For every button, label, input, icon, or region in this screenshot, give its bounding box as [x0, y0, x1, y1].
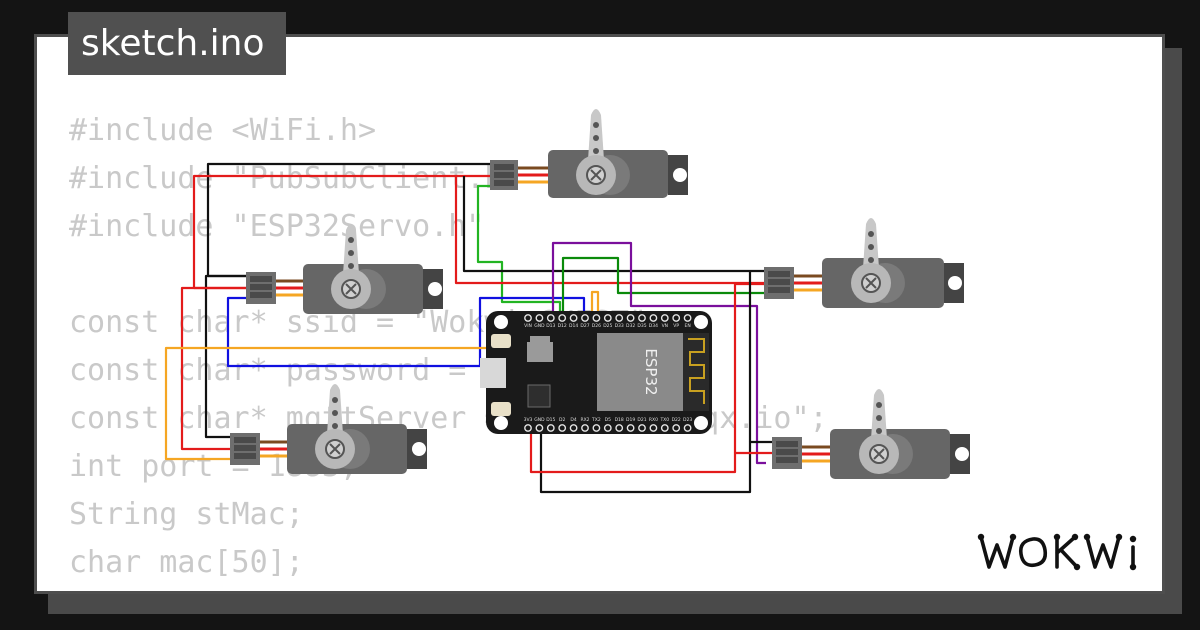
wire-black-left-servo [204, 274, 248, 439]
file-tab-sketch[interactable]: sketch.ino [68, 12, 286, 75]
pin-label: D5 [605, 417, 611, 423]
pin-label: D34 [649, 323, 658, 329]
code-line: String stMac; [69, 497, 304, 532]
pin-label: D13 [546, 323, 555, 329]
pin-label: D12 [558, 323, 567, 329]
pin-hole [535, 314, 544, 322]
wire-red-right-servo [454, 176, 766, 285]
pin-hole [592, 424, 601, 432]
pin-label: D23 [683, 417, 692, 423]
esp32-label: ESP32 [642, 348, 660, 395]
pin-label: D25 [603, 323, 612, 329]
code-line: #include "PubSubClient.h" [69, 161, 521, 196]
servo-top [490, 109, 688, 198]
servo-left-bottom [230, 384, 427, 474]
pin-label: TX2 [591, 417, 601, 423]
pin-label: D2 [559, 417, 565, 423]
pin-hole [683, 424, 692, 432]
pin-hole [546, 424, 555, 432]
code-line: #include <WiFi.h> [69, 113, 377, 148]
pin-label: TX0 [659, 417, 669, 423]
pin-hole [558, 314, 567, 322]
pin-hole [649, 314, 658, 322]
pin-hole [592, 314, 601, 322]
pin-hole [672, 314, 681, 322]
pin-hole [524, 314, 532, 322]
pin-label: VP [673, 323, 679, 329]
pin-hole [683, 314, 692, 322]
wire-black-right-servo [462, 176, 766, 273]
pin-hole [581, 424, 589, 432]
pin-hole [524, 424, 532, 432]
pin-label: EN [684, 323, 690, 329]
pin-label: RX0 [649, 417, 658, 423]
pin-hole [569, 424, 578, 432]
wire-red-left-servo [180, 286, 248, 451]
pin-label: D27 [580, 323, 589, 329]
pin-label: 3V3 [524, 417, 533, 423]
pin-hole [660, 424, 669, 432]
pin-label: D15 [546, 417, 555, 423]
pin-hole [615, 314, 624, 322]
pin-label: GND [534, 417, 545, 423]
pin-hole [672, 424, 681, 432]
wire-darkgreen-right-servo [561, 256, 766, 318]
wire-red-right-bottom-servo [529, 428, 774, 474]
pin-label: D4 [570, 417, 576, 423]
wire-black-right-bottom-servo [539, 428, 774, 494]
pin-label: D32 [626, 323, 635, 329]
wire-green-top-servo [476, 184, 562, 318]
pin-label: D18 [615, 417, 624, 423]
code-line: #include "ESP32Servo.h" [69, 209, 485, 244]
pin-label: D35 [637, 323, 646, 329]
wire-purple-right-servo [551, 241, 766, 465]
pin-hole [581, 314, 589, 322]
pin-hole [626, 314, 635, 322]
pin-hole [660, 314, 669, 322]
pin-hole [569, 314, 578, 322]
servo-right-bottom [772, 389, 970, 479]
pin-label: D22 [672, 417, 681, 423]
pin-hole [558, 424, 567, 432]
pin-label: D21 [637, 417, 646, 423]
pin-label: GND [534, 323, 545, 329]
wokwi-logo[interactable] [975, 527, 1155, 577]
pin-label: D26 [592, 323, 601, 329]
pin-hole [638, 424, 646, 432]
pin-label: D14 [569, 323, 578, 329]
pin-hole [603, 314, 612, 322]
pin-hole [546, 314, 555, 322]
pin-hole [615, 424, 624, 432]
wire-red-right-link [733, 282, 766, 453]
servo-right-middle [764, 218, 964, 308]
code-line: int port = 1883; [69, 449, 358, 484]
pin-hole [626, 424, 635, 432]
code-line: char mac[50]; [69, 545, 304, 580]
pin-hole [603, 424, 612, 432]
pin-label: RX2 [580, 417, 589, 423]
pin-label: D19 [626, 417, 635, 423]
pin-label: D33 [615, 323, 624, 329]
pin-label: VIN [524, 323, 532, 329]
pin-hole [535, 424, 544, 432]
pin-label: VN [662, 323, 668, 329]
pin-hole [649, 424, 658, 432]
servo-left-middle [246, 224, 443, 314]
pin-hole [638, 314, 646, 322]
